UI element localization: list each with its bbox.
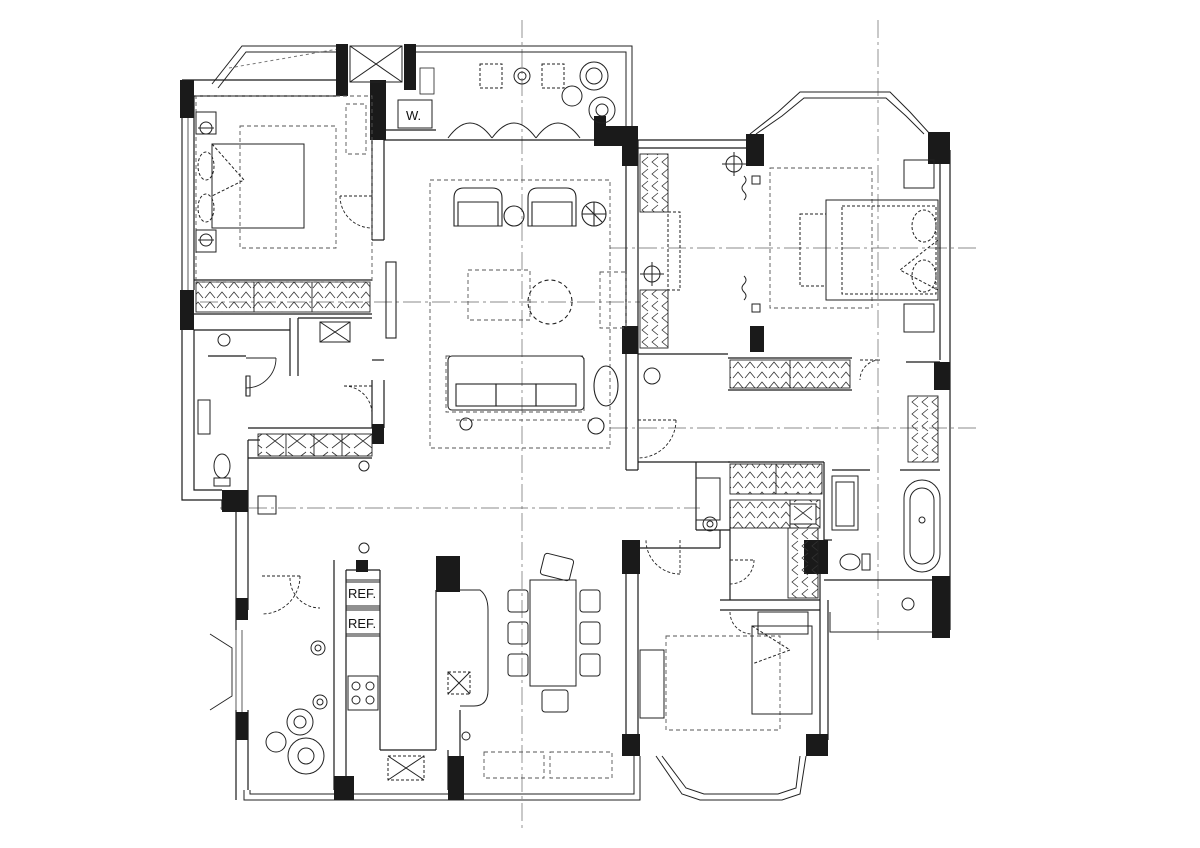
fridge-1: REF. [345, 581, 381, 607]
washer: W. [397, 67, 435, 129]
balconies [211, 45, 949, 801]
fridge-label: REF. [348, 586, 376, 601]
rugs [195, 95, 873, 779]
bed-master [799, 159, 939, 333]
living-furniture [385, 187, 619, 435]
windows [181, 118, 243, 712]
bathtub [831, 475, 941, 573]
kitchen [345, 579, 489, 781]
washer-label: W. [406, 108, 421, 123]
fridge-2: REF. [345, 609, 381, 635]
plant-icon [265, 61, 616, 775]
shaft [349, 45, 403, 83]
doors [209, 195, 881, 711]
dining-set [507, 552, 601, 713]
bed-second [639, 611, 813, 719]
bed-left [195, 111, 305, 253]
fridge-label: REF. [348, 616, 376, 631]
sink-icon [319, 321, 817, 525]
light-fixtures [198, 121, 761, 710]
wardrobes [195, 153, 939, 599]
axis-lines [200, 20, 980, 828]
terrace-furniture [447, 63, 581, 139]
columns [180, 44, 950, 800]
toilet-icon [197, 333, 915, 611]
